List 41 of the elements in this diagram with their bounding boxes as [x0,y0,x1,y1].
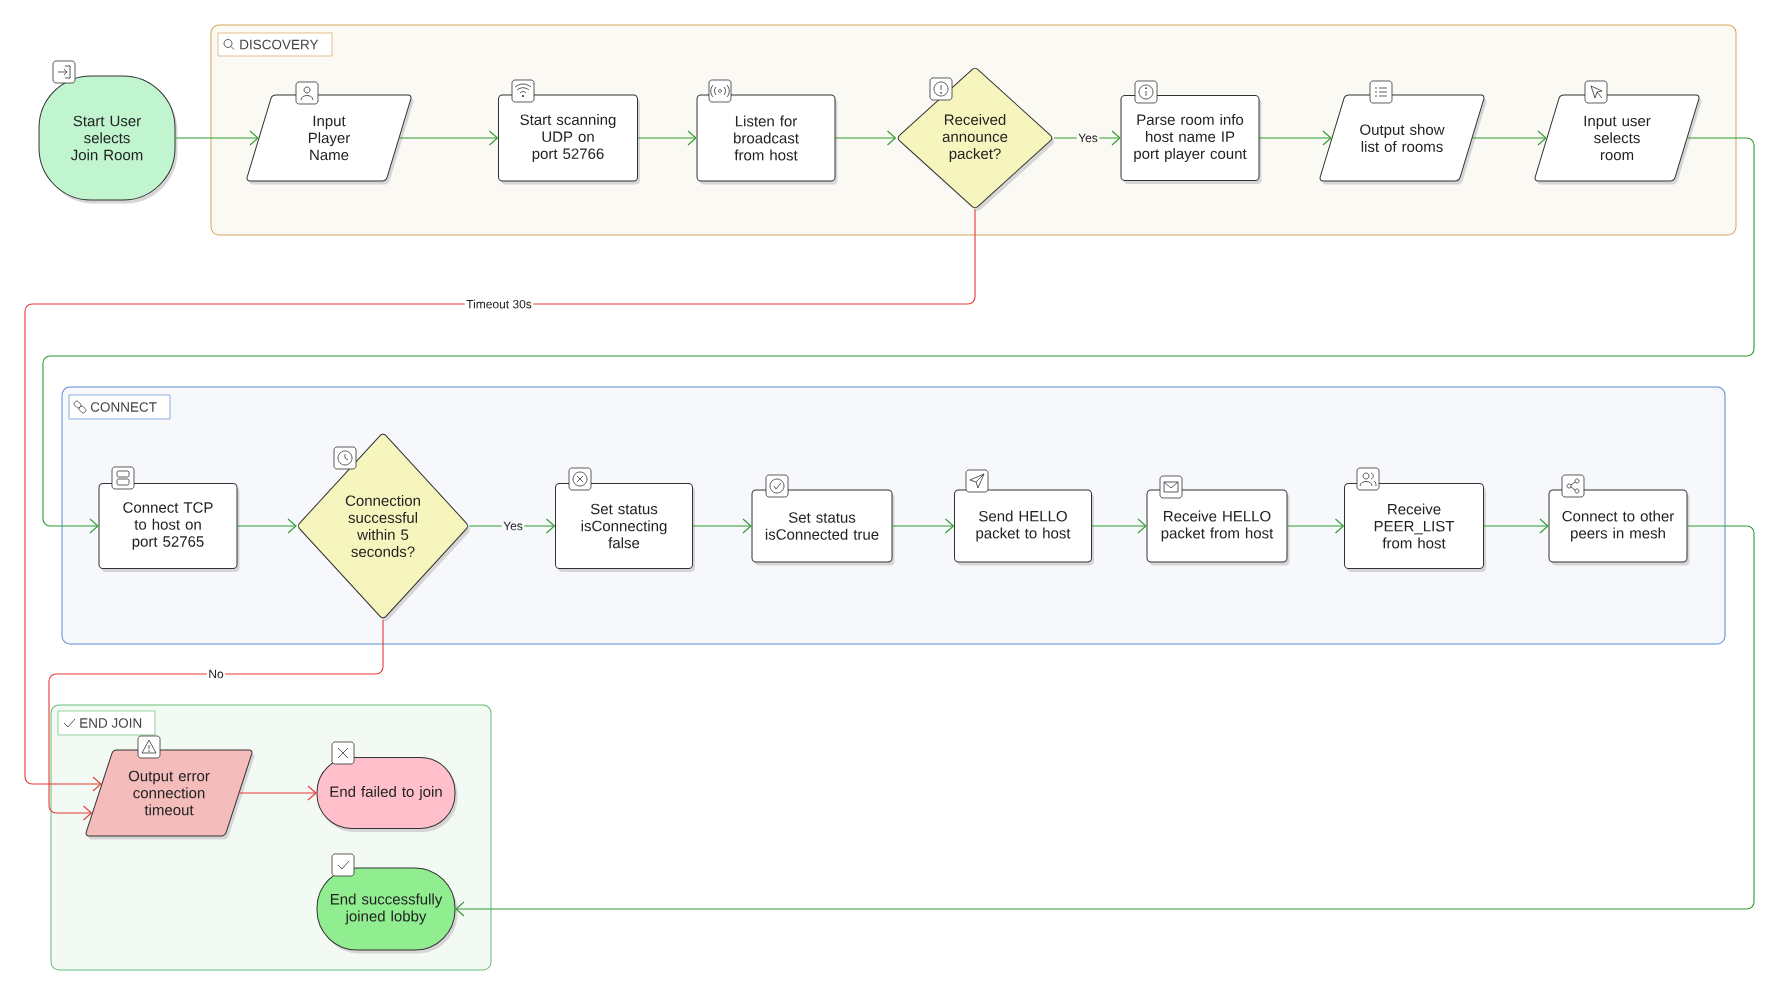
process-box: Parse room info host name IP port player count [1120,95,1262,184]
arrow [1483,518,1549,534]
arrow [174,130,259,146]
process-box: Connect to other peers in mesh [1548,489,1690,566]
edge-label: Yes [501,520,525,532]
arrow [1053,130,1121,146]
arrow [42,137,1755,534]
edge-label: Yes [1076,132,1100,144]
process-box: Send HELLO packet to host [954,489,1094,566]
arrow [834,130,897,146]
io-parallelogram: Output show list of rooms [1319,94,1487,185]
group-tag: END JOIN [57,710,156,736]
start-terminal: Start User selects Join Room [38,75,178,204]
arrow [692,518,752,534]
arrow [637,130,697,146]
process-box: Set status isConnecting false [555,483,695,572]
edge-label: No [206,668,226,680]
arrow [1258,130,1332,146]
end-terminal: End successfully joined lobby [316,867,458,954]
edge-label: Timeout 30s [464,298,534,310]
arrow [1471,130,1547,146]
arrow [48,619,384,821]
io-parallelogram: Output error connection timeout [85,749,255,840]
process-box: Receive HELLO packet from host [1146,489,1290,566]
process-box: Start scanning UDP on port 52766 [498,94,640,185]
io-parallelogram: Input user selects room [1534,94,1702,185]
arrow [891,518,955,534]
io-parallelogram: Input Player Name [246,94,414,185]
process-box: Listen for broadcast from host [696,94,838,185]
arrow [455,525,1755,917]
arrow [1286,518,1345,534]
arrow [238,785,317,801]
arrow [24,208,976,792]
group-tag: DISCOVERY [217,32,333,57]
process-box: Receive PEER_LIST from host [1344,483,1486,572]
arrow [236,518,297,534]
group-tag: CONNECT [68,394,171,420]
arrow [398,130,499,146]
arrow [1091,518,1147,534]
process-box: Connect TCP to host on port 52765 [98,483,240,572]
process-box: Set status isConnected true [751,489,895,566]
